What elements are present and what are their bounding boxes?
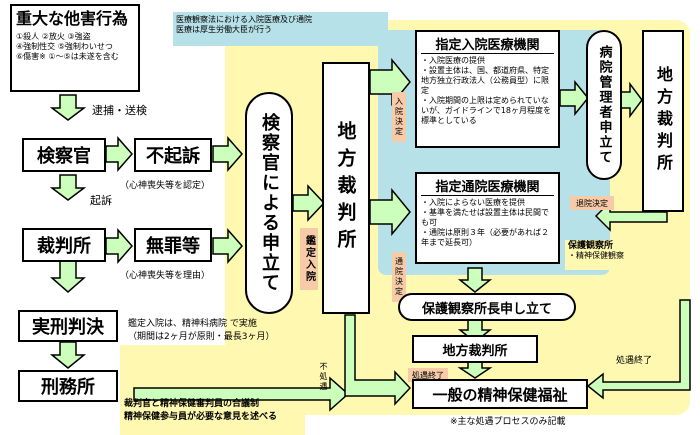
acquittal-note: （心神喪失等を理由） [120, 271, 211, 281]
crime-item: ⑥傷害※ ①～⑤は未遂を含む [16, 52, 119, 61]
probation-office-title: 保護観察所 [568, 241, 614, 251]
arrow-to-outpatient [369, 187, 411, 237]
inpatient-title: 指定入院医療機関 [421, 34, 554, 54]
discharge-decision-tag: 退院決定 [570, 196, 614, 210]
top-note-line: 医療は厚生労働大臣が行う [176, 25, 272, 34]
acquittal-box: 無罪等 [134, 228, 212, 262]
arrow-to-manager [559, 79, 589, 117]
treatment-end-tag-1: 処遇終了 [408, 368, 448, 382]
arrow-right-acquittal [212, 228, 243, 264]
unfit-label: 不処遇 [319, 362, 328, 392]
outpatient-item: ・通院は原則３年（必要があれば２年まで延長可） [421, 228, 549, 247]
prosecutor-box: 検察官 [22, 138, 106, 172]
court-box: 裁判所 [22, 228, 106, 262]
inpatient-item: ・入院期間の上限は定められていないが、ガイドラインで18ヶ月程度を標準としている [421, 96, 552, 125]
arrow-right-nonpros [212, 136, 243, 172]
appraisal-note-line: （期間は2ヶ月が原則・最長3ヶ月） [128, 332, 275, 342]
arrest-label: 逮捕・送検 [92, 104, 147, 117]
arrow-down-welfare [457, 360, 493, 379]
indictment-label: 起訴 [90, 194, 112, 207]
crime-item: ④強制性交 ⑤強制わいせつ [16, 42, 113, 51]
arrow-down-2 [49, 174, 87, 201]
top-note-bg [173, 12, 388, 46]
arrow-right-court [105, 228, 133, 264]
prison-sentence-box: 実刑判決 [18, 310, 118, 342]
appraisal-admission-tag: 鑑定入院 [300, 228, 318, 290]
appraisal-note: 鑑定入院は、精神科病院 で実施 （期間は2ヶ月が原則・最長3ヶ月） [128, 318, 274, 344]
prosecutor-petition-pill: 検察官による申立て [245, 92, 293, 314]
probation-office-box: 保護観察所 ・精神保健観察 [565, 240, 657, 270]
arrow-right-petition [292, 184, 326, 222]
inpatient-box: 指定入院医療機関 ・入院医療の提供 ・設置主体は、国、都道府県、特定地方独立行政… [415, 30, 560, 148]
panel-note-line: 精神保健参与員が必要な意見を述べる [124, 412, 278, 422]
arrow-down-1 [49, 94, 87, 121]
outpatient-item: ・基準を満たせば設置主体は民間でも可 [421, 208, 549, 227]
inpatient-item: ・入院医療の提供 [421, 56, 485, 65]
district-court-bottom: 地方裁判所 [412, 335, 538, 363]
crime-item: ①殺人 ②放火 ③強盗 [16, 32, 91, 41]
arrow-right-prosecutor [105, 136, 133, 172]
district-court-center: 地方裁判所 [322, 62, 370, 314]
treatment-end-label-2: 処遇終了 [615, 355, 652, 366]
arrow-right-prison-welfare [133, 376, 350, 412]
probation-office-item: ・精神保健観察 [568, 251, 624, 260]
arrow-down-3 [50, 259, 86, 293]
crime-title: 重大な他害行為 [16, 9, 129, 28]
general-welfare-box: 一般の精神保健福祉 [412, 379, 588, 409]
outpatient-item: ・入院によらない医療を提供 [421, 198, 525, 207]
prison-box: 刑務所 [18, 370, 118, 402]
hospital-manager-pill: 病院管理者申立て [586, 30, 622, 180]
district-court-right: 地方裁判所 [642, 30, 684, 212]
non-prosecution-box: 不起訴 [134, 138, 212, 172]
arrow-court-welfare [344, 314, 412, 406]
panel-note: 裁判官と精神保健審判員の合議制 精神保健参与員が必要な意見を述べる [124, 398, 277, 424]
inpatient-item: ・設置主体は、国、都道府県、特定地方独立行政法人（公務員型）に限定 [421, 66, 549, 95]
non-prosecution-note: （心神喪失等を認定） [120, 181, 211, 191]
arrow-down-4 [49, 341, 87, 369]
top-note-line: 医療観察法における入院医療及び通院 [176, 15, 312, 24]
probation-petition-pill: 保護観察所長申し立て [398, 293, 576, 321]
outpatient-decision-tag: 通院決定 [392, 252, 406, 302]
crime-box: 重大な他害行為 ①殺人 ②放火 ③強盗 ④強制性交 ⑤強制わいせつ ⑥傷害※ ①… [10, 4, 140, 92]
appraisal-note-line: 鑑定入院は、精神科病院 で実施 [128, 319, 257, 329]
top-note: 医療観察法における入院医療及び通院 医療は厚生労働大臣が行う [176, 15, 312, 35]
outpatient-title: 指定通院医療機関 [421, 176, 554, 196]
outpatient-box: 指定通院医療機関 ・入院によらない医療を提供 ・基準を満たせば設置主体は民間でも… [415, 172, 560, 264]
arrow-down-probation [457, 267, 493, 293]
arrow-right-end [586, 299, 691, 400]
panel-note-line: 裁判官と精神保健審判員の合議制 [124, 399, 260, 409]
inpatient-decision-tag: 入院決定 [392, 92, 406, 142]
footnote: ※主な処遇プロセスのみ記載 [450, 417, 566, 427]
